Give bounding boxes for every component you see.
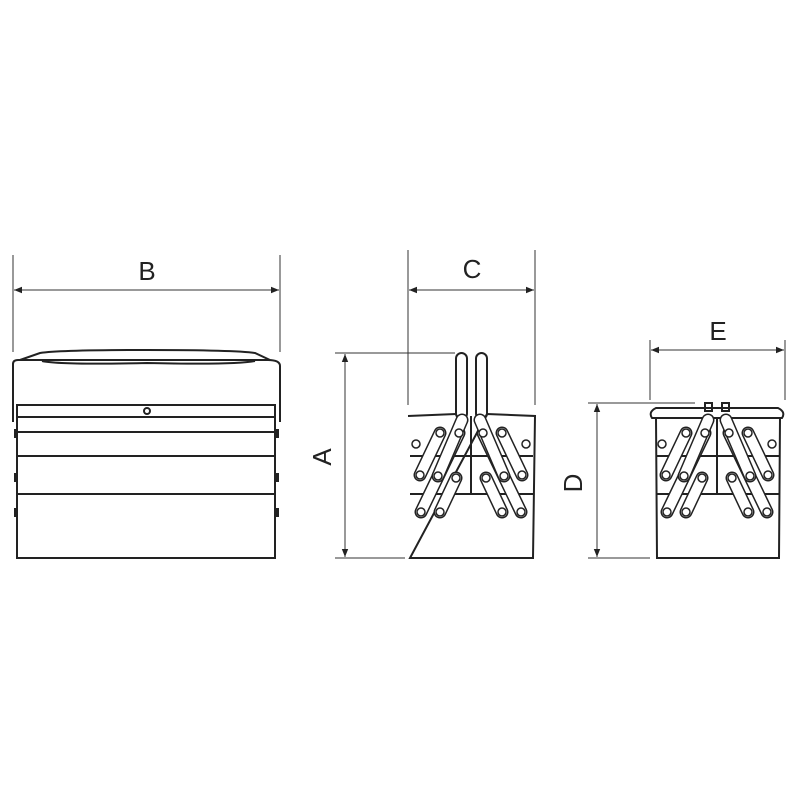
handle-grip xyxy=(19,348,271,365)
dimension-b-label: B xyxy=(138,256,155,286)
handle-right xyxy=(475,352,488,420)
side-view-closed: E D xyxy=(558,316,786,559)
lock-icon xyxy=(143,407,151,415)
handle-left xyxy=(455,352,468,420)
front-box xyxy=(16,404,276,559)
dimension-e-label: E xyxy=(709,316,726,346)
front-view: B xyxy=(12,255,281,559)
closed-lid xyxy=(649,407,785,419)
side-view-open: C A xyxy=(307,250,535,559)
handle-wire xyxy=(12,359,281,422)
dimension-c-label: C xyxy=(463,254,482,284)
dimension-a-label: A xyxy=(307,448,337,466)
dimension-d-label: D xyxy=(558,474,588,493)
